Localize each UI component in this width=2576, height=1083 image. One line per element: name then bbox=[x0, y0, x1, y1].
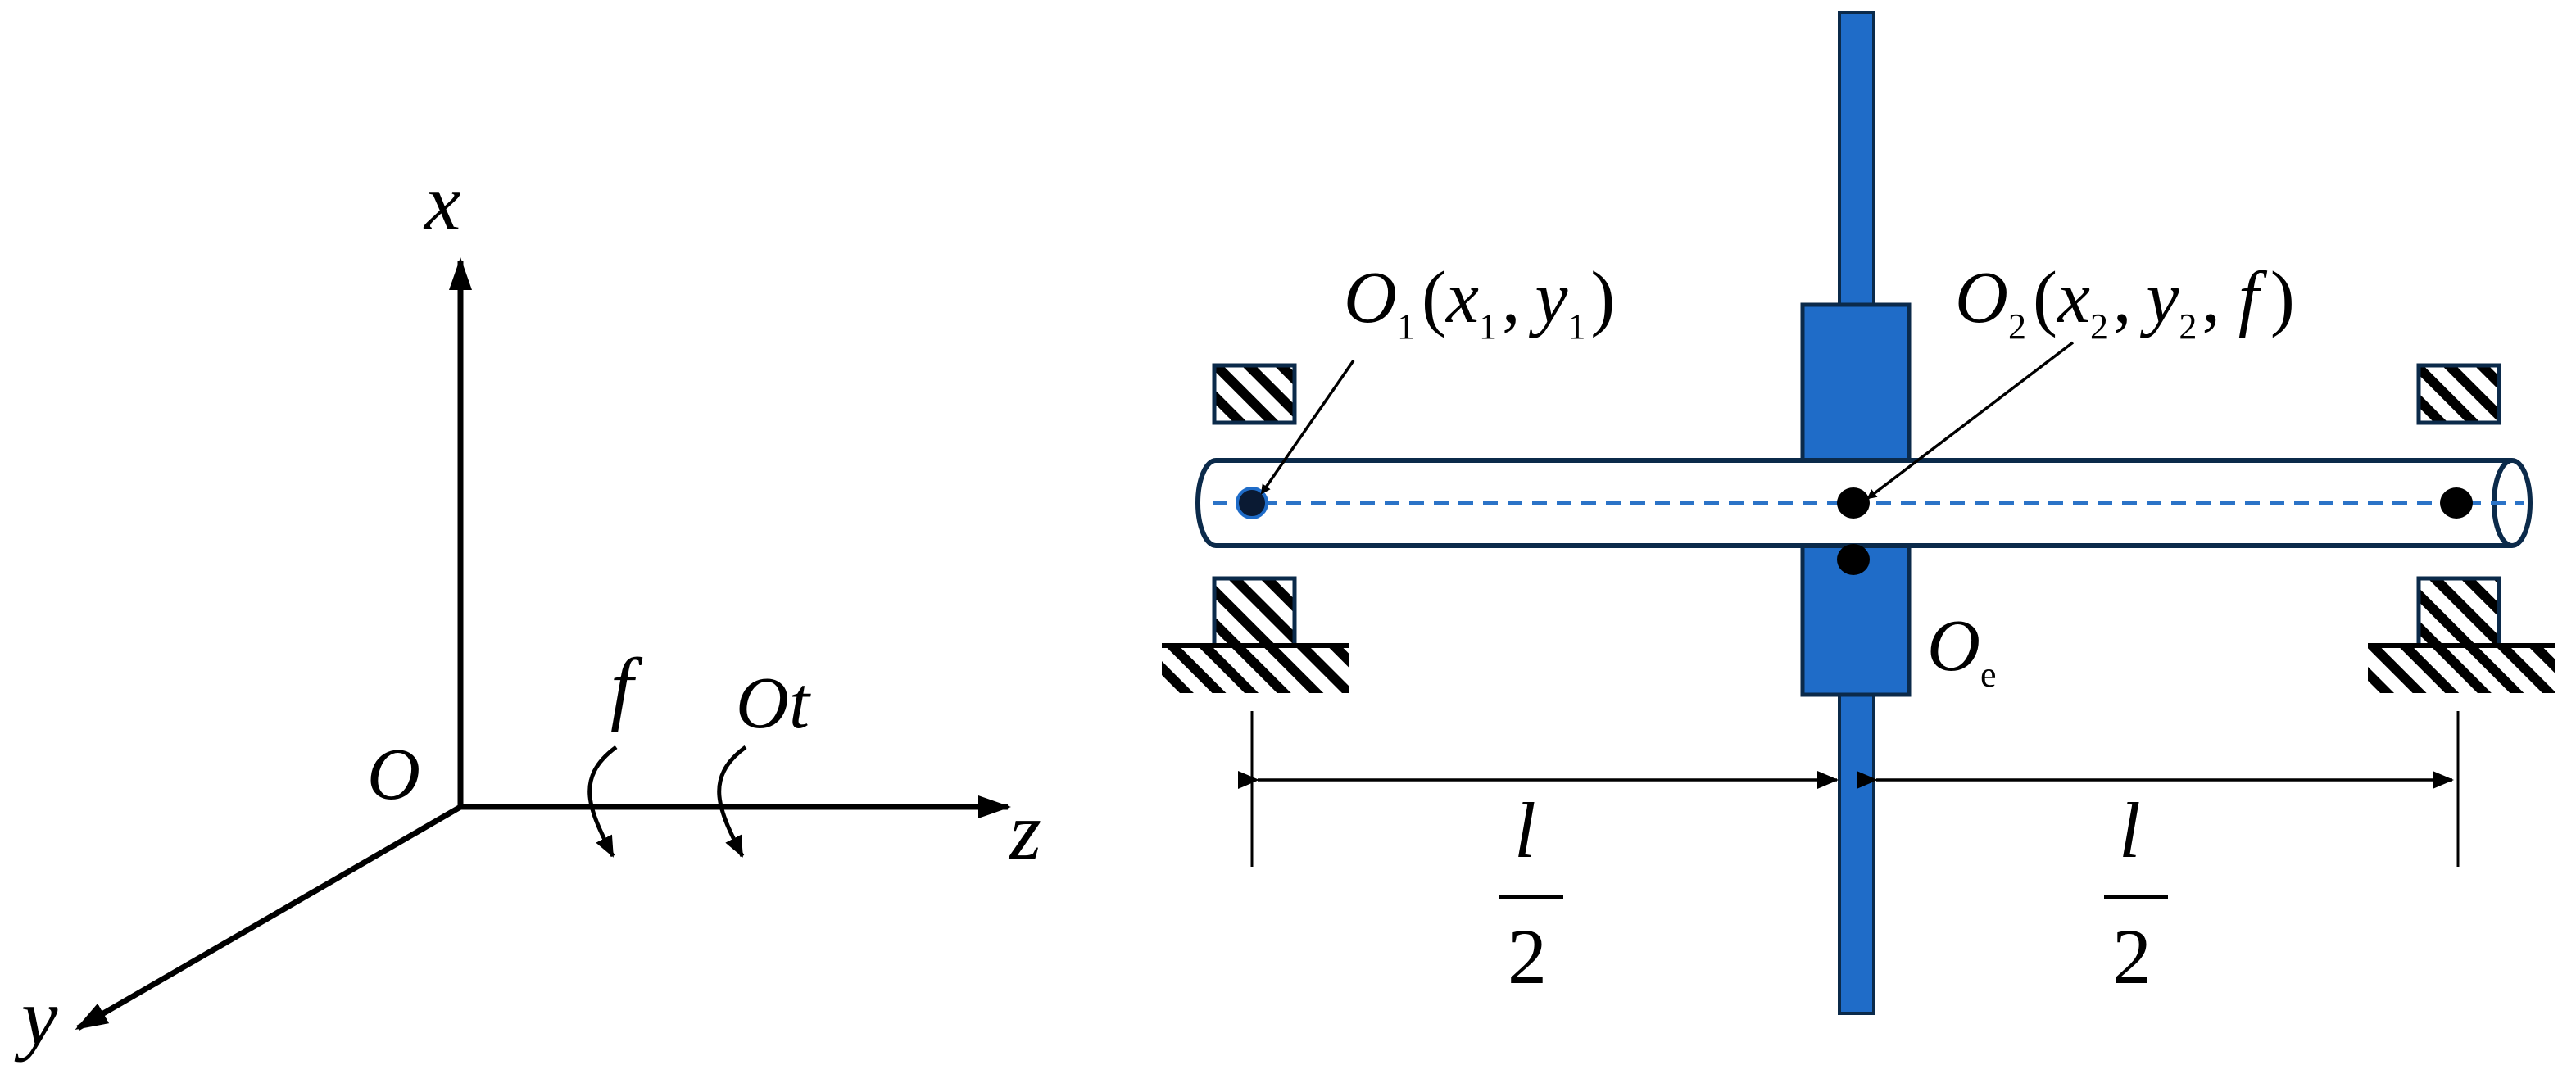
o2-y-sub: 2 bbox=[2179, 306, 2197, 347]
o2-open: ( bbox=[2033, 257, 2057, 338]
dim-left-numerator: l bbox=[1514, 786, 1536, 874]
label-o1: O1(x1,y1) bbox=[1344, 257, 1615, 347]
o1-close: ) bbox=[1590, 257, 1615, 338]
rotor-system bbox=[1162, 11, 2555, 1015]
o2-sep2: , bbox=[2202, 257, 2220, 338]
o1-sep: , bbox=[1502, 257, 1521, 338]
bearing-bottom-left bbox=[1212, 576, 1297, 648]
o2-x-sub: 2 bbox=[2090, 306, 2108, 347]
leader-o1 bbox=[1260, 360, 1355, 495]
point-o2 bbox=[1837, 487, 1870, 519]
label-o2: O2(x2,y2,f) bbox=[1955, 257, 2295, 347]
y-axis bbox=[75, 804, 462, 1031]
o1-y-sub: 1 bbox=[1567, 306, 1585, 347]
o1-x: x bbox=[1444, 257, 1479, 338]
oe-sub: e bbox=[1980, 655, 1997, 695]
disk-thin-upper bbox=[1838, 11, 1875, 309]
o1-open: ( bbox=[1422, 257, 1446, 338]
svg-text:O2(x2,y2,f): O2(x2,y2,f) bbox=[1955, 257, 2295, 347]
o1-sub: 1 bbox=[1397, 306, 1415, 347]
phi-label: f bbox=[610, 641, 643, 732]
dim-right-numerator: l bbox=[2119, 786, 2141, 874]
o1-x-sub: 1 bbox=[1479, 306, 1497, 347]
x-axis-label: x bbox=[423, 156, 460, 247]
bearing-top-right bbox=[2416, 363, 2501, 425]
y-axis-label: y bbox=[14, 972, 58, 1063]
o2-x: x bbox=[2056, 257, 2090, 338]
omega-t-label: Ot bbox=[736, 663, 811, 744]
o1-y: y bbox=[1528, 257, 1567, 338]
o2-name: O bbox=[1955, 257, 2008, 338]
bearing-bottom-right bbox=[2416, 576, 2501, 648]
coordinate-system: x z y O f Ot bbox=[14, 156, 1041, 1063]
ground-right bbox=[2368, 646, 2555, 693]
o1-name: O bbox=[1344, 257, 1397, 338]
o2-y: y bbox=[2139, 257, 2179, 338]
o2-sep1: , bbox=[2113, 257, 2132, 338]
dim-right-denominator: 2 bbox=[2112, 913, 2152, 1000]
phi-rotation-arrow bbox=[587, 745, 618, 858]
dim-left-denominator: 2 bbox=[1508, 913, 1547, 1000]
label-oe: Oe bbox=[1927, 605, 1997, 695]
leader-o2 bbox=[1866, 341, 2075, 500]
bearing-top-left bbox=[1212, 363, 1297, 425]
point-o1 bbox=[1236, 487, 1268, 519]
z-axis-label: z bbox=[1008, 786, 1041, 877]
o2-sub: 2 bbox=[2008, 306, 2026, 347]
disk-thin-lower bbox=[1838, 691, 1875, 1015]
point-oe bbox=[1837, 544, 1870, 575]
svg-text:Oe: Oe bbox=[1927, 605, 1997, 695]
o2-close: ) bbox=[2270, 257, 2295, 338]
omega-rotation-arrow bbox=[717, 745, 747, 858]
origin-label: O bbox=[367, 734, 420, 815]
point-right-end bbox=[2440, 487, 2473, 519]
oe-name: O bbox=[1927, 605, 1980, 687]
dim-left-fraction: l 2 bbox=[1499, 786, 1563, 1000]
dim-right-fraction: l 2 bbox=[2104, 786, 2168, 1000]
ground-left bbox=[1162, 646, 1349, 693]
o2-f: f bbox=[2238, 257, 2268, 338]
svg-text:O1(x1,y1): O1(x1,y1) bbox=[1344, 257, 1615, 347]
